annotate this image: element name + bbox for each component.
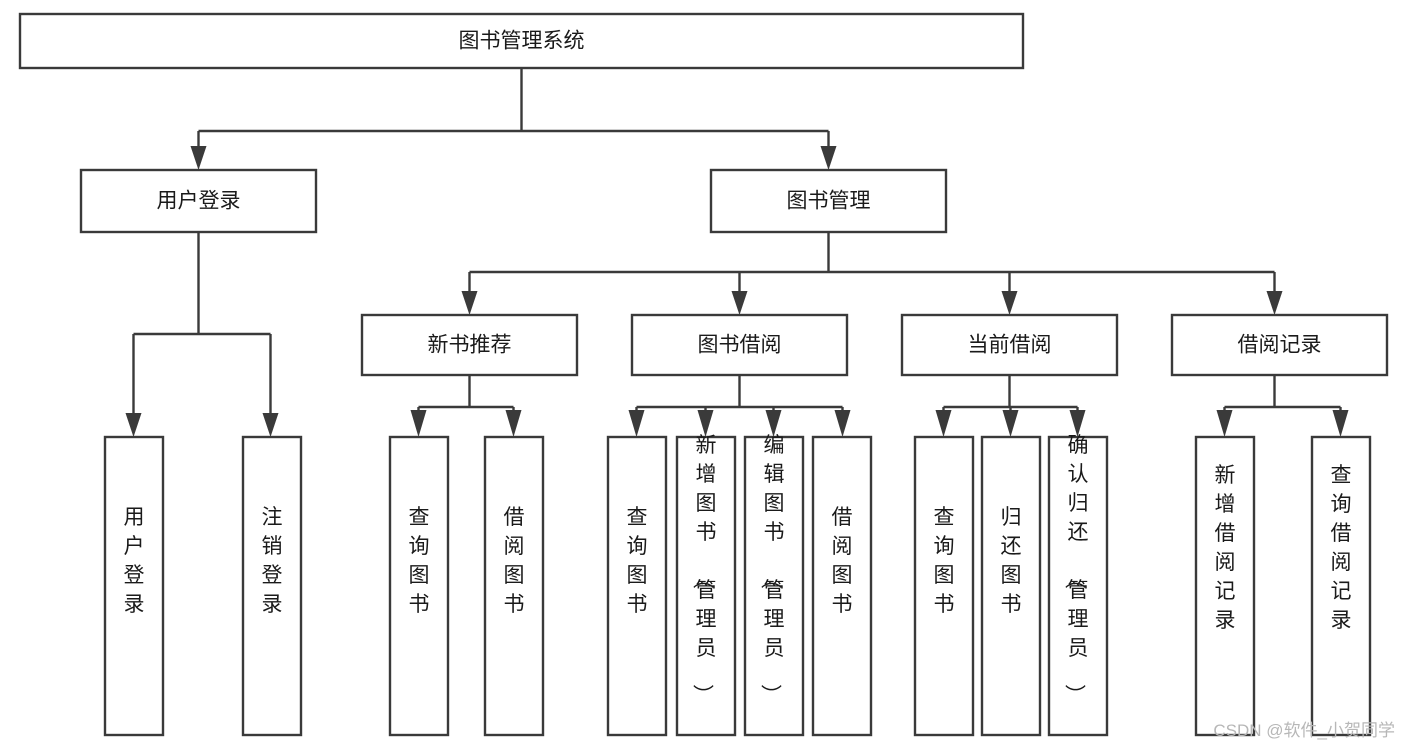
arrowhead-leaf-user-login-2 bbox=[262, 413, 279, 437]
leaf-label-current-borrow-3: 确认归还（管理员） bbox=[1063, 434, 1089, 705]
arrowhead-user-login bbox=[190, 146, 207, 170]
node-user-login[interactable]: 用户登录 bbox=[79, 168, 318, 234]
leaf-box-borrow-record-1[interactable] bbox=[1194, 435, 1256, 737]
node-new-book-recommend-label: 新书推荐 bbox=[428, 334, 512, 357]
arrowhead-borrow-record-leaf-2 bbox=[1332, 410, 1349, 437]
node-book-borrow-box[interactable] bbox=[630, 313, 849, 377]
node-book-borrow-label: 图书借阅 bbox=[698, 334, 782, 357]
leaf-node-new-book-2[interactable]: 借阅图书 bbox=[483, 435, 545, 737]
leaf-label-book-borrow-1: 查询图书 bbox=[627, 506, 648, 616]
leaf-label-user-login-1: 用户登录 bbox=[124, 506, 145, 616]
node-root-label: 图书管理系统 bbox=[459, 30, 585, 53]
node-book-borrow[interactable]: 图书借阅 bbox=[630, 313, 849, 377]
leaf-label-user-login-2: 注销登录 bbox=[262, 506, 283, 616]
connector-group-current-borrow bbox=[935, 375, 1086, 437]
leaf-node-user-login-2[interactable]: 注销登录 bbox=[241, 435, 303, 737]
leaf-label-book-borrow-4: 借阅图书 bbox=[832, 506, 853, 616]
leaf-box-new-book-1[interactable] bbox=[388, 435, 450, 737]
arrowhead-book-borrow-leaf-3 bbox=[765, 410, 782, 437]
arrowhead-current-borrow bbox=[1001, 291, 1018, 315]
node-current-borrow[interactable]: 当前借阅 bbox=[900, 313, 1119, 377]
connector-group-book-mgmt bbox=[461, 232, 1283, 315]
connector-group-user-login bbox=[125, 232, 279, 437]
node-root[interactable]: 图书管理系统 bbox=[18, 12, 1025, 70]
node-book-management-label: 图书管理 bbox=[787, 190, 871, 213]
leaf-label-current-borrow-2: 归还图书 bbox=[1001, 506, 1022, 616]
leaf-node-current-borrow-1[interactable]: 查询图书 bbox=[913, 435, 975, 737]
leaf-box-user-login-1[interactable] bbox=[103, 435, 165, 737]
arrowhead-new-book-leaf-2 bbox=[505, 410, 522, 437]
leaf-box-current-borrow-3[interactable] bbox=[1047, 435, 1109, 737]
leaf-label-new-book-2: 借阅图书 bbox=[504, 506, 525, 616]
arrowhead-book-mgmt bbox=[820, 146, 837, 170]
arrowhead-book-borrow bbox=[731, 291, 748, 315]
leaf-box-book-borrow-2[interactable] bbox=[675, 435, 737, 737]
leaf-node-borrow-record-1[interactable]: 新增借阅记录 bbox=[1194, 435, 1256, 737]
arrowhead-leaf-user-login-1 bbox=[125, 413, 142, 437]
leaf-box-book-borrow-1[interactable] bbox=[606, 435, 668, 737]
leaf-label-book-borrow-3: 编辑图书（管理员） bbox=[759, 434, 785, 705]
arrowhead-book-borrow-leaf-1 bbox=[628, 410, 645, 437]
leaf-label-new-book-1: 查询图书 bbox=[409, 506, 430, 616]
leaf-node-user-login-1[interactable]: 用户登录 bbox=[103, 435, 165, 737]
leaf-box-new-book-2[interactable] bbox=[483, 435, 545, 737]
leaf-label-current-borrow-1: 查询图书 bbox=[934, 506, 955, 616]
leaf-label-book-borrow-2: 新增图书（管理员） bbox=[691, 434, 717, 705]
leaf-node-book-borrow-1[interactable]: 查询图书 bbox=[606, 435, 668, 737]
leaf-node-new-book-1[interactable]: 查询图书 bbox=[388, 435, 450, 737]
node-user-login-label: 用户登录 bbox=[157, 190, 241, 213]
arrowhead-new-book-recommend bbox=[461, 291, 478, 315]
leaf-box-borrow-record-2[interactable] bbox=[1310, 435, 1372, 737]
csdn-watermark: CSDN @软件_小贺同学 bbox=[1213, 721, 1395, 740]
arrowhead-book-borrow-leaf-4 bbox=[834, 410, 851, 437]
arrowhead-borrow-record-leaf-1 bbox=[1216, 410, 1233, 437]
node-book-management[interactable]: 图书管理 bbox=[709, 168, 948, 234]
node-book-management-box[interactable] bbox=[709, 168, 948, 234]
node-current-borrow-box[interactable] bbox=[900, 313, 1119, 377]
arrowhead-new-book-leaf-1 bbox=[410, 410, 427, 437]
leaf-label-borrow-record-2: 查询借阅记录 bbox=[1331, 464, 1352, 632]
arrowhead-current-borrow-leaf-1 bbox=[935, 410, 952, 437]
arrowhead-borrow-record bbox=[1266, 291, 1283, 315]
connector-group-new-book-recommend bbox=[410, 375, 522, 437]
arrowhead-current-borrow-leaf-2 bbox=[1002, 410, 1019, 437]
leaf-box-current-borrow-1[interactable] bbox=[913, 435, 975, 737]
leaf-node-book-borrow-4[interactable]: 借阅图书 bbox=[811, 435, 873, 737]
leaf-node-borrow-record-2[interactable]: 查询借阅记录 bbox=[1310, 435, 1372, 737]
arrowhead-book-borrow-leaf-2 bbox=[697, 410, 714, 437]
connector-group-book-borrow bbox=[628, 375, 851, 437]
leaf-box-current-borrow-2[interactable] bbox=[980, 435, 1042, 737]
node-user-login-box[interactable] bbox=[79, 168, 318, 234]
node-new-book-recommend-box[interactable] bbox=[360, 313, 579, 377]
leaf-label-borrow-record-1: 新增借阅记录 bbox=[1215, 464, 1236, 632]
leaf-box-user-login-2[interactable] bbox=[241, 435, 303, 737]
node-borrow-record-label: 借阅记录 bbox=[1238, 334, 1322, 357]
connector-group-root bbox=[190, 68, 837, 170]
leaf-node-current-borrow-3[interactable]: 确认归还（管理员） bbox=[1047, 434, 1109, 737]
leaf-node-current-borrow-2[interactable]: 归还图书 bbox=[980, 435, 1042, 737]
arrowhead-current-borrow-leaf-3 bbox=[1069, 410, 1086, 437]
node-current-borrow-label: 当前借阅 bbox=[968, 334, 1052, 357]
node-new-book-recommend[interactable]: 新书推荐 bbox=[360, 313, 579, 377]
node-borrow-record[interactable]: 借阅记录 bbox=[1170, 313, 1389, 377]
leaf-box-book-borrow-4[interactable] bbox=[811, 435, 873, 737]
node-root-box[interactable] bbox=[18, 12, 1025, 70]
leaf-node-book-borrow-3[interactable]: 编辑图书（管理员） bbox=[743, 434, 805, 737]
connector-group-borrow-record bbox=[1216, 375, 1349, 437]
leaf-box-book-borrow-3[interactable] bbox=[743, 435, 805, 737]
node-borrow-record-box[interactable] bbox=[1170, 313, 1389, 377]
leaf-node-book-borrow-2[interactable]: 新增图书（管理员） bbox=[675, 434, 737, 737]
